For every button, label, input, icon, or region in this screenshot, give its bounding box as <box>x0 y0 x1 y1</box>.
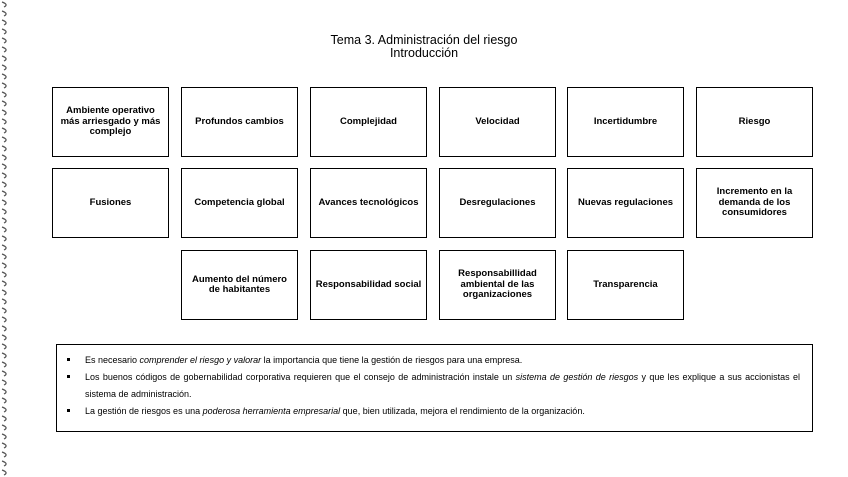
notes-panel: Es necesario comprender el riesgo y valo… <box>56 344 813 432</box>
factor-box: Incremento en la demanda de los consumid… <box>696 168 813 238</box>
factor-box: Transparencia <box>567 250 684 320</box>
factor-box: Riesgo <box>696 87 813 157</box>
note-item: Es necesario comprender el riesgo y valo… <box>67 355 523 365</box>
factor-box: Aumento del número de habitantes <box>181 250 298 320</box>
factor-box: Complejidad <box>310 87 427 157</box>
factor-box: Fusiones <box>52 168 169 238</box>
factor-box: Ambiente operativo más arriesgado y más … <box>52 87 169 157</box>
factor-box: Velocidad <box>439 87 556 157</box>
notebook-binding-decoration <box>0 0 14 477</box>
factor-box: Avances tecnológicos <box>310 168 427 238</box>
note-item: Los buenos códigos de gobernabilidad cor… <box>67 372 800 399</box>
factor-box: Desregulaciones <box>439 168 556 238</box>
factor-box: Incertidumbre <box>567 87 684 157</box>
page-title: Tema 3. Administración del riesgo <box>330 33 518 47</box>
page-subtitle: Introducción <box>389 46 459 60</box>
factor-box: Responsabillidad ambiental de las organi… <box>439 250 556 320</box>
note-item: La gestión de riesgos es una poderosa he… <box>67 406 585 416</box>
factor-box: Nuevas regulaciones <box>567 168 684 238</box>
factor-box: Profundos cambios <box>181 87 298 157</box>
factor-box: Responsabilidad social <box>310 250 427 320</box>
factor-box: Competencia global <box>181 168 298 238</box>
